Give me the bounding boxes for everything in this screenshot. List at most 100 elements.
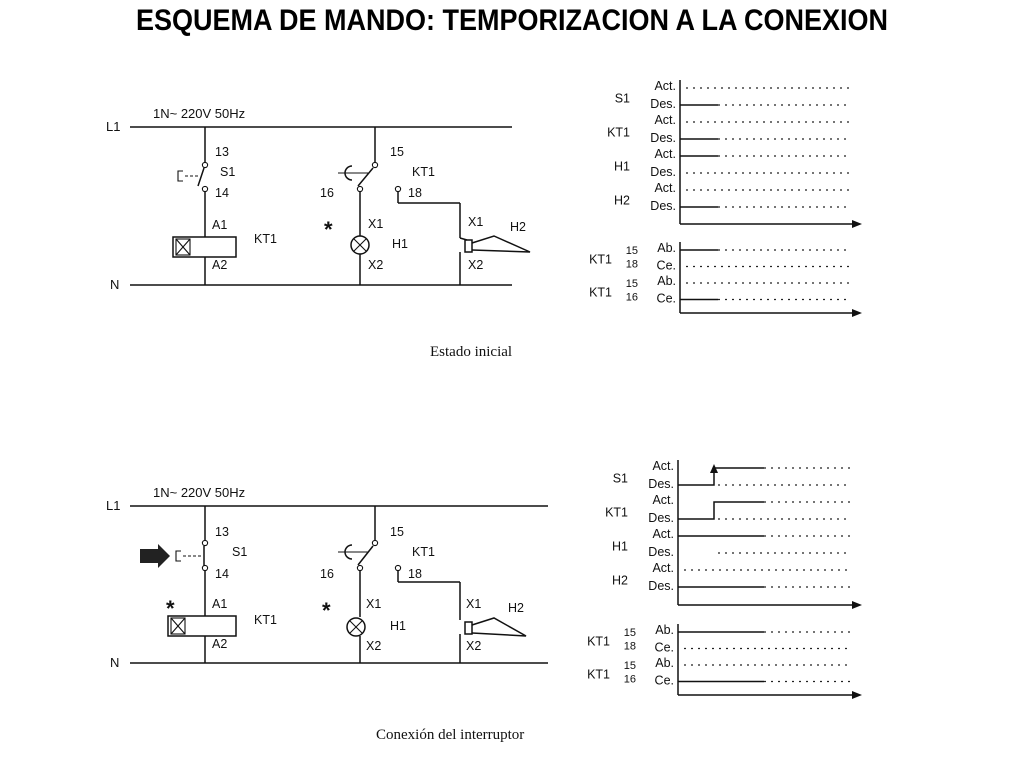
svg-text:1N~ 220V 50Hz: 1N~ 220V 50Hz — [153, 485, 245, 500]
signal-name: KT1 — [607, 126, 630, 140]
time-arrow-icon — [852, 309, 862, 317]
s1-terminal-13: 13 — [215, 145, 229, 159]
s1-switch-branch: 13 S1 14 — [177, 127, 235, 237]
svg-text:X1: X1 — [366, 597, 381, 611]
svg-text:13: 13 — [215, 525, 229, 539]
signal-name: H1 — [612, 540, 628, 554]
state-label-act: Act. — [654, 147, 676, 161]
s1-terminal-14: 14 — [215, 186, 229, 200]
h2-terminal-x2: X2 — [468, 258, 483, 272]
state-label-des: Des. — [650, 131, 676, 145]
state-label-act: Act. — [654, 181, 676, 195]
signal-name: H1 — [614, 160, 630, 174]
caption-connection: Conexión del interruptor — [376, 727, 524, 743]
state-label-act: Act. — [652, 527, 674, 541]
signal-name: KT1 — [589, 285, 612, 299]
time-arrow-icon — [852, 691, 862, 699]
h2-terminal-x1: X1 — [468, 215, 483, 229]
state-label-des: Des. — [650, 165, 676, 179]
l1-label: L1 — [106, 119, 120, 134]
signal-name: H2 — [614, 194, 630, 208]
svg-text:14: 14 — [215, 567, 229, 581]
svg-text:15: 15 — [390, 525, 404, 539]
state-label-closed: Ce. — [657, 292, 676, 306]
terminal-number: 15 — [624, 627, 636, 639]
time-arrow-icon — [852, 601, 862, 609]
signal-name: KT1 — [587, 667, 610, 681]
terminal-number: 16 — [626, 292, 638, 304]
active-mark-icon: * — [324, 217, 333, 242]
rising-edge-arrow-icon — [710, 464, 718, 473]
h1-label: H1 — [392, 237, 408, 251]
signal-name: H2 — [612, 574, 628, 588]
state-label-act: Act. — [652, 561, 674, 575]
waveform — [678, 501, 764, 520]
time-arrow-icon — [852, 220, 862, 228]
active-mark-icon: * — [322, 598, 331, 623]
terminal-number: 16 — [624, 674, 636, 686]
h2-horn: X1 H2 X2 — [459, 203, 531, 285]
h1-terminal-x2: X2 — [368, 258, 383, 272]
terminal-number: 15 — [626, 245, 638, 257]
active-mark-icon: * — [166, 596, 175, 621]
h1-lamp: * X1 H1 X2 — [324, 217, 408, 285]
signal-name: KT1 — [605, 506, 628, 520]
state-label-closed: Ce. — [657, 259, 676, 273]
terminal-number: 15 — [626, 278, 638, 290]
coil-terminal-a1: A1 — [212, 218, 227, 232]
state-label-des: Des. — [650, 97, 676, 111]
svg-text:KT1: KT1 — [254, 613, 277, 627]
signal-name: S1 — [613, 472, 628, 486]
s1-switch-branch-closed: 13 S1 14 — [140, 506, 247, 616]
kt1-contact-branch: 15 KT1 16 18 — [320, 127, 460, 236]
caption-initial: Estado inicial — [430, 344, 512, 360]
coil-label: KT1 — [254, 232, 277, 246]
svg-text:16: 16 — [320, 567, 334, 581]
kt1-coil: A1 A2 KT1 — [172, 218, 277, 285]
supply-label: 1N~ 220V 50Hz — [153, 106, 245, 121]
page-title: ESQUEMA DE MANDO: TEMPORIZACION A LA CON… — [135, 4, 889, 37]
waveform — [678, 467, 764, 486]
circuit-schematic-connection: L1 N 1N~ 220V 50Hz 13 S1 14 * A1 A2 KT1 — [106, 485, 548, 670]
svg-text:18: 18 — [408, 567, 422, 581]
state-label-open: Ab. — [657, 274, 676, 288]
kt1-coil-energized: * A1 A2 KT1 — [166, 596, 277, 663]
svg-text:A1: A1 — [212, 597, 227, 611]
s1-label: S1 — [220, 165, 235, 179]
contact-terminal-16: 16 — [320, 186, 334, 200]
state-label-des: Des. — [648, 511, 674, 525]
state-label-open: Ab. — [655, 623, 674, 637]
state-label-act: Act. — [652, 493, 674, 507]
terminal-number: 15 — [624, 660, 636, 672]
svg-text:X2: X2 — [466, 639, 481, 653]
signal-name: S1 — [615, 92, 630, 106]
kt1-contact-branch-2: 15 KT1 16 18 — [320, 506, 460, 617]
svg-text:H2: H2 — [508, 601, 524, 615]
circuit-schematic-initial: L1 N 1N~ 220V 50Hz 13 S1 14 A1 A2 KT1 — [106, 106, 531, 292]
state-label-act: Act. — [652, 459, 674, 473]
state-label-act: Act. — [654, 79, 676, 93]
state-label-act: Act. — [654, 113, 676, 127]
svg-text:N: N — [110, 655, 119, 670]
h1-lamp-2: * X1 H1 X2 — [322, 597, 406, 663]
svg-text:S1: S1 — [232, 545, 247, 559]
svg-text:L1: L1 — [106, 498, 120, 513]
contact-terminal-18: 18 — [408, 186, 422, 200]
svg-text:X1: X1 — [466, 597, 481, 611]
contact-terminal-15: 15 — [390, 145, 404, 159]
press-arrow-icon — [140, 544, 170, 568]
state-label-des: Des. — [648, 477, 674, 491]
coil-terminal-a2: A2 — [212, 258, 227, 272]
signal-name: KT1 — [589, 252, 612, 266]
svg-text:KT1: KT1 — [412, 545, 435, 559]
terminal-number: 18 — [626, 259, 638, 271]
h2-horn-2: X1 H2 X2 — [459, 582, 527, 663]
state-label-des: Des. — [648, 545, 674, 559]
neutral-label: N — [110, 277, 119, 292]
timing-diagram-connection-upper: Act.Des.S1Act.Des.KT1Act.Des.H1Act.Des.H… — [605, 459, 862, 609]
svg-text:X2: X2 — [366, 639, 381, 653]
timing-diagram-initial-upper: Act.Des.S1Act.Des.KT1Act.Des.H1Act.Des.H… — [607, 79, 862, 228]
